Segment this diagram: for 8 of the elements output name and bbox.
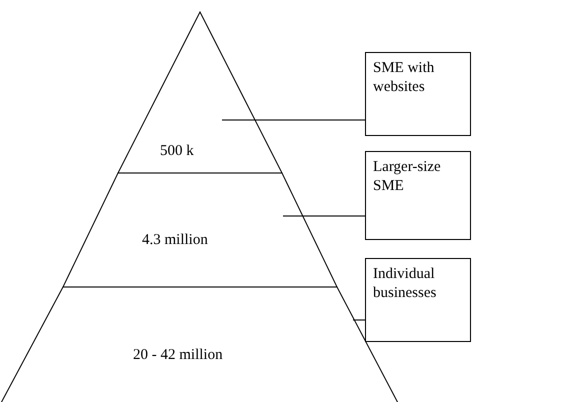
label-box: SME with websites — [365, 52, 471, 136]
pyramid-tier — [118, 12, 282, 173]
tier-value: 20 - 42 million — [133, 348, 223, 363]
pyramid-tier — [63, 173, 337, 287]
tier-value: 4.3 million — [142, 233, 208, 248]
tier-value: 500 k — [160, 144, 194, 159]
label-box: Larger-size SME — [365, 151, 471, 240]
label-box: Individual businesses — [365, 258, 471, 342]
